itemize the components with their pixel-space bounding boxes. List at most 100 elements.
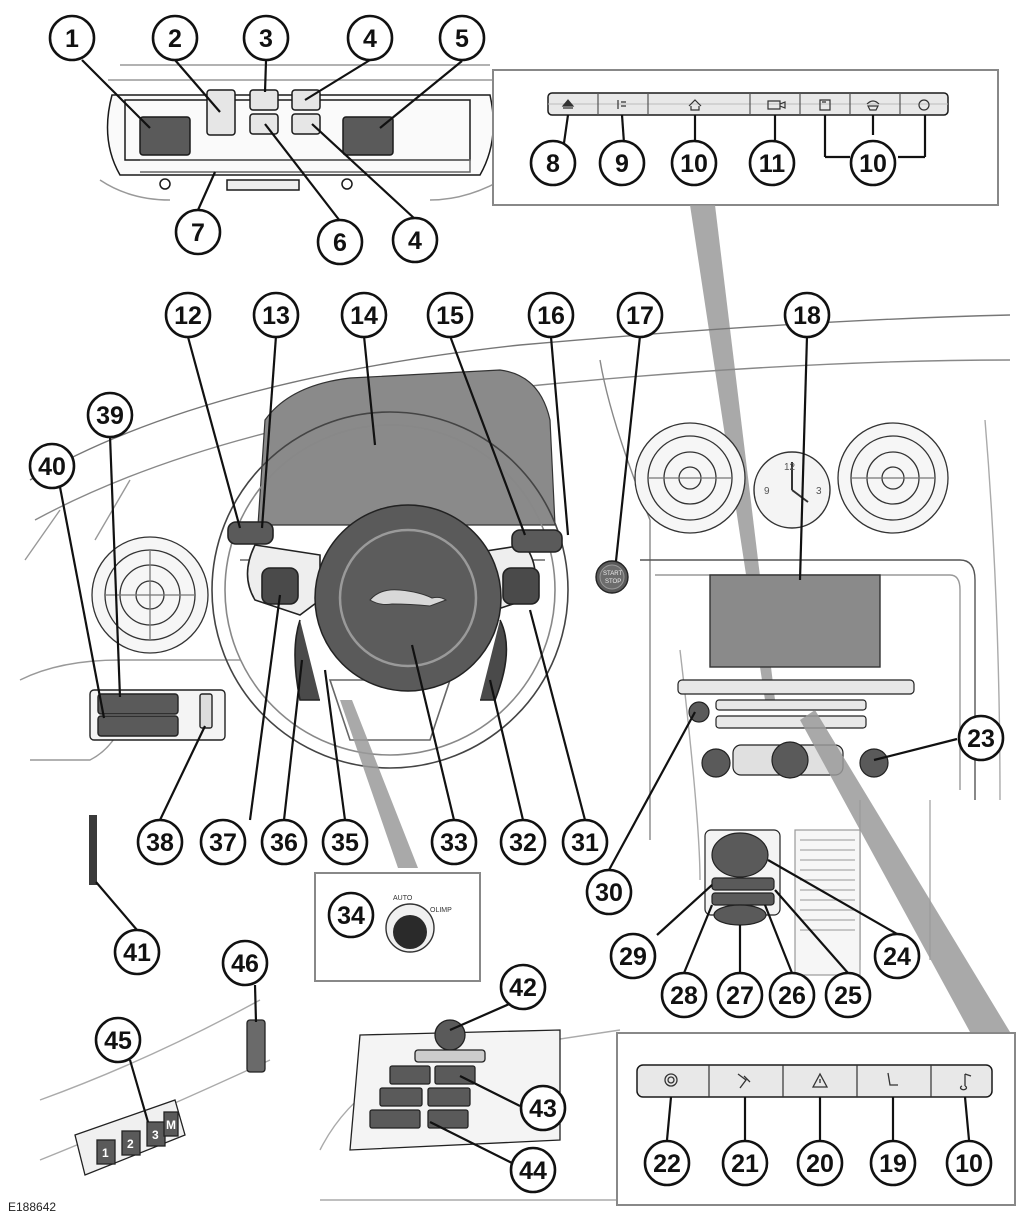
callout-number: 8: [546, 150, 560, 178]
callout-c19: 19: [869, 1139, 917, 1187]
airbag-hub: [314, 504, 502, 692]
overhead-console: [99, 64, 511, 201]
callout-circle: [438, 14, 486, 62]
callout-number: 17: [626, 302, 654, 330]
home-icon: [688, 99, 702, 111]
overhead-button-6[interactable]: [249, 113, 279, 135]
door-lock-switch[interactable]: [246, 1019, 266, 1073]
callout-circle: [94, 1016, 142, 1064]
mirror-select[interactable]: [414, 1049, 486, 1063]
overhead-strip: [226, 179, 300, 191]
left-temp-knob[interactable]: [701, 748, 731, 778]
callout-number: 14: [350, 302, 378, 330]
callout-c4b: 4: [391, 216, 439, 264]
selector-buttons-lower[interactable]: [711, 892, 775, 906]
memory-label-2: 2: [127, 1137, 134, 1151]
console-power-knob[interactable]: [688, 701, 710, 723]
jaguar-leaper-icon: [369, 589, 448, 607]
callout-circle: [768, 971, 816, 1019]
callout-number: 28: [670, 982, 698, 1010]
left-stalk[interactable]: [227, 521, 274, 545]
storage-lines: [800, 839, 855, 931]
callout-c26: 26: [768, 971, 816, 1019]
touch-bar-icons: [561, 99, 930, 111]
callout-number: 41: [123, 939, 151, 967]
console-touch-bar: [677, 679, 915, 729]
fuel-flap-button[interactable]: [97, 693, 179, 715]
callout-c42: 42: [499, 963, 547, 1011]
phone-icon: [866, 100, 880, 111]
right-paddle-buttons[interactable]: [480, 619, 508, 701]
callout-number: 3: [259, 25, 273, 53]
console-climate-row: [688, 701, 889, 779]
overhead-button-4b[interactable]: [291, 113, 321, 135]
climate-strip-icons: [664, 1072, 972, 1091]
window-switch-rl[interactable]: [379, 1087, 423, 1107]
callout-c28: 28: [660, 971, 708, 1019]
climate-button-strip[interactable]: [636, 1064, 993, 1098]
child-lock-switch[interactable]: [369, 1109, 421, 1129]
window-switch-rr[interactable]: [427, 1087, 471, 1107]
callout-c5: 5: [438, 14, 486, 62]
callout-number: 5: [455, 25, 469, 53]
callout-c38: 38: [136, 818, 184, 866]
callout-c16: 16: [527, 291, 575, 339]
callout-circle: [136, 818, 184, 866]
callout-circle: [561, 818, 609, 866]
door-lock-panel: [246, 1019, 266, 1073]
callout-circle: [242, 14, 290, 62]
touch-bar-inset: [492, 69, 999, 206]
mode-knob[interactable]: [393, 915, 427, 949]
callout-circle: [48, 14, 96, 62]
camera-icon: [767, 100, 786, 110]
left-paddle-buttons[interactable]: [294, 619, 320, 701]
memory-button-2[interactable]: [121, 1130, 141, 1156]
callout-c39: 39: [86, 391, 134, 439]
callout-circle: [346, 14, 394, 62]
memory-button-1[interactable]: [96, 1139, 116, 1165]
callout-circle: [252, 291, 300, 339]
auto-label: AUTO: [393, 895, 413, 902]
callout-c29: 29: [609, 932, 657, 980]
callout-number: 42: [509, 974, 537, 1002]
callout-circle: [221, 939, 269, 987]
window-lockout-switch[interactable]: [427, 1109, 469, 1129]
callout-circle: [28, 442, 76, 490]
sunroof-switch[interactable]: [206, 89, 236, 136]
callout-c31: 31: [561, 818, 609, 866]
callout-number: 25: [834, 982, 862, 1010]
memory-seat-panel: [74, 1099, 186, 1176]
callout-circle: [527, 291, 575, 339]
lighting-button[interactable]: [97, 715, 179, 737]
park-brake-switch[interactable]: [713, 904, 767, 926]
callout-number: 38: [146, 829, 174, 857]
overhead-button-3[interactable]: [249, 89, 279, 111]
bonnet-release[interactable]: [89, 815, 97, 885]
figure-id: E188642: [8, 1200, 56, 1214]
callout-number: 10: [859, 150, 887, 178]
center-climate-knob[interactable]: [771, 741, 809, 779]
right-temp-knob[interactable]: [859, 748, 889, 778]
callout-circle: [721, 1139, 769, 1187]
rotary-gear-selector[interactable]: [711, 832, 769, 878]
callout-leaders: [58, 59, 971, 1167]
window-switch-fl[interactable]: [389, 1065, 431, 1085]
callout-c21: 21: [721, 1139, 769, 1187]
left-steering-switchpack[interactable]: [261, 567, 299, 605]
callout-c24: 24: [873, 932, 921, 980]
start-stop-button[interactable]: [595, 560, 629, 594]
dimmer-wheel[interactable]: [199, 693, 213, 729]
memory-button-m[interactable]: [163, 1111, 179, 1137]
info-icon: [918, 99, 930, 111]
callout-number: 22: [653, 1150, 681, 1178]
callout-number: 32: [509, 829, 537, 857]
selector-buttons-upper[interactable]: [711, 877, 775, 891]
overhead-light-left[interactable]: [139, 116, 191, 156]
right-stalk[interactable]: [511, 529, 563, 553]
callout-number: 26: [778, 982, 806, 1010]
hazard-triangle-icon: [811, 1072, 829, 1088]
callout-circle: [957, 714, 1005, 762]
touchscreen-display[interactable]: [709, 574, 881, 668]
right-steering-switchpack[interactable]: [502, 567, 540, 605]
